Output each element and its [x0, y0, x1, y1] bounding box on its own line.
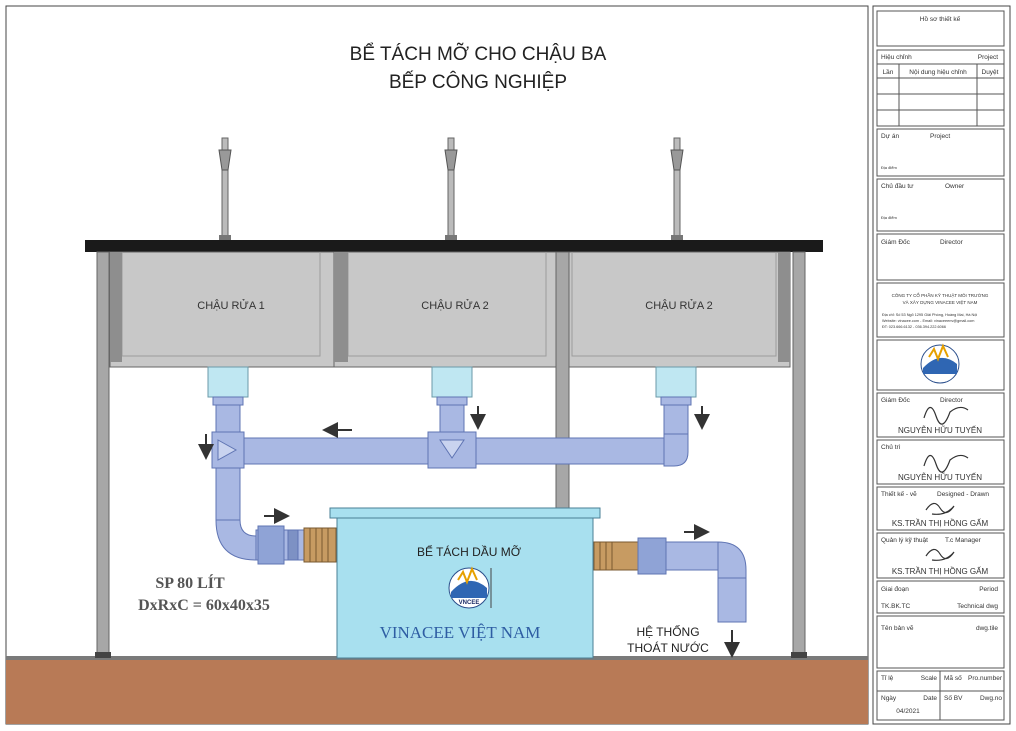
tb-director-vn: Giám Đốc	[881, 237, 911, 246]
countertop	[85, 240, 823, 252]
title-block-frame	[872, 5, 1011, 725]
tb-owner-location: Địa điểm	[881, 215, 897, 220]
faucet-3	[670, 137, 684, 241]
signature-3	[925, 502, 955, 515]
sink-1: CHẬU RỬA 1	[109, 251, 335, 368]
tb-sign2-name: NGUYỄN HỮU TUYẾN	[898, 472, 982, 482]
tb-sign4-name: KS.TRẦN THỊ HỒNG GẤM	[892, 566, 989, 576]
drawing-title-line1: BỂ TÁCH MỠ CHO CHẬU BA	[350, 43, 607, 65]
tb-period-en: Period	[979, 586, 998, 593]
tb-drawing-name-en: dwg.tile	[976, 625, 998, 632]
tb-period-vn: Giai đoạn	[881, 586, 909, 593]
flow-arrows	[198, 406, 740, 658]
brand-watermark: VINACEE VIỆT NAM	[380, 623, 541, 642]
tb-project-en: Project	[930, 133, 950, 140]
tb-project-vn: Dự án	[881, 133, 899, 140]
drain-label-line1: HỆ THỐNG	[636, 624, 699, 639]
tb-owner-vn: Chủ đầu tư	[881, 181, 914, 190]
tb-revision-vn: Hiệu chỉnh	[881, 53, 912, 61]
tb-company-web: Website: vinacee.com - Email: vinaceeenv…	[882, 319, 974, 323]
tb-sign4-vn: Quản lý kỹ thuật	[881, 537, 928, 544]
tb-company-phone: ĐT: 023.666.6132 - 036.394.222.6066	[882, 325, 946, 329]
sink-label-2: CHẬU RỬA 2	[421, 299, 488, 312]
spec-dimensions: DxRxC = 60x40x35	[138, 597, 270, 614]
ground	[6, 658, 868, 724]
sink-3: CHẬU RỬA 2	[557, 251, 791, 368]
tank-label: BỂ TÁCH DẦU MỠ	[417, 544, 522, 559]
tb-company-addr: Địa chỉ: Số 53 Ngõ 1295 Giải Phóng, Hoàn…	[882, 313, 977, 317]
tank-logo: VNCEE	[448, 566, 490, 609]
drawing-title-line2: BẾP CÔNG NGHIỆP	[389, 71, 567, 93]
tb-sheet-vn: Số BV	[944, 693, 963, 702]
faucet-1	[218, 137, 232, 241]
tb-period-value-en: Technical dwg	[957, 603, 998, 610]
sink-2: CHẬU RỬA 2	[333, 251, 559, 368]
tb-drawing-name-vn: Tên bản vẽ	[881, 625, 914, 632]
tb-date-en: Date	[923, 695, 937, 702]
tb-sign4-en: T.c Manager	[945, 537, 982, 544]
tb-rev-col-approved: Duyệt	[982, 69, 999, 76]
grease-tank: BỂ TÁCH DẦU MỠ VNCEE VINACEE VIỆT NAM	[329, 507, 601, 659]
tb-sign3-vn: Thiết kế - vẽ	[881, 489, 917, 498]
tb-file-label: Hồ sơ thiết kế	[920, 14, 961, 23]
tb-director-en: Director	[940, 239, 964, 246]
table-leg-left	[96, 251, 110, 655]
tb-owner-en: Owner	[945, 183, 965, 190]
tb-date-vn: Ngày	[881, 695, 897, 702]
signature-4	[925, 548, 955, 561]
spec-capacity: SP 80 LÍT	[155, 573, 225, 592]
tb-company-line1: CÔNG TY CỔ PHẦN KỸ THUẬT MÔI TRƯỜNG	[892, 292, 989, 298]
tb-sign3-en: Designed - Drawn	[937, 491, 989, 498]
tb-scale-vn: Tỉ lệ	[881, 674, 894, 682]
signature-2	[923, 454, 969, 473]
faucet-2	[444, 137, 458, 241]
tb-scale-en: Scale	[921, 675, 938, 682]
tb-revision-en: Project	[978, 54, 998, 61]
tb-date-value: 04/2021	[896, 708, 920, 715]
tb-project-location: Địa điểm	[881, 165, 897, 170]
signature-1	[923, 406, 969, 425]
table-leg-right	[792, 251, 806, 655]
tb-period-value-vn: TK.BK.TC	[881, 603, 911, 610]
title-block: Hồ sơ thiết kế Hiệu chỉnh Project Lần Nộ…	[876, 10, 1005, 721]
tb-rev-col-content: Nội dung hiệu chỉnh	[909, 68, 967, 76]
tb-sign3-name: KS.TRẦN THỊ HỒNG GẤM	[892, 518, 989, 528]
sink-label-1: CHẬU RỬA 1	[197, 299, 264, 312]
logo-text: VNCEE	[459, 600, 480, 606]
pipe-network	[207, 366, 747, 623]
tb-rev-col-time: Lần	[883, 67, 894, 76]
tb-sign1-vn: Giám Đốc	[881, 395, 911, 404]
tb-sign2-vn: Chủ trì	[881, 443, 901, 451]
tb-company-logo	[920, 343, 960, 384]
drain-label-line2: THOÁT NƯỚC	[627, 640, 709, 655]
tb-sign1-en: Director	[940, 397, 964, 404]
tb-sign1-name: NGUYỄN HỮU TUYẾN	[898, 425, 982, 435]
tb-sheet-en: Dwg.no	[980, 695, 1002, 702]
tb-company-line2: VÀ XÂY DỰNG VINACEE VIỆT NAM	[903, 298, 978, 305]
tb-code-vn: Mã số	[944, 673, 962, 682]
sink-label-3: CHẬU RỬA 2	[645, 299, 712, 312]
tb-code-en: Pro.number	[968, 675, 1003, 682]
